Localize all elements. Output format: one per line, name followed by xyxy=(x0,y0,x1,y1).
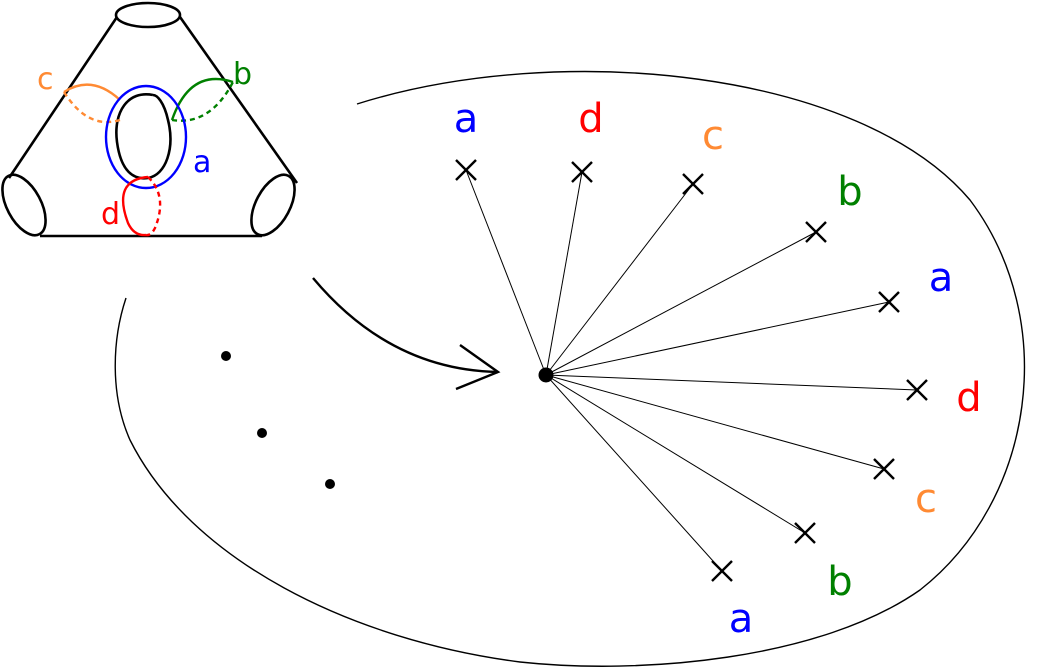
curve-d-front xyxy=(121,175,149,237)
curve-b-front xyxy=(170,77,234,121)
ray-8 xyxy=(545,374,806,534)
map-arrow-head xyxy=(455,344,501,391)
map-arrow-shaft xyxy=(312,277,499,374)
puncture-label-1: a xyxy=(454,96,479,142)
puncture-label-3: c xyxy=(702,113,724,159)
ray-5 xyxy=(545,301,890,376)
map-arrow xyxy=(312,277,501,391)
handle-hole xyxy=(115,92,172,180)
puncture-cross-5 xyxy=(878,291,900,313)
puncture-cross-7 xyxy=(873,458,895,480)
ray-4 xyxy=(545,231,817,376)
puncture-cross-1 xyxy=(455,159,477,181)
punctures xyxy=(455,159,928,582)
disk xyxy=(114,70,1026,667)
puncture-cross-6 xyxy=(906,379,928,401)
rays xyxy=(465,169,918,572)
ellipsis-dots xyxy=(221,351,335,489)
puncture-label-6: d xyxy=(956,375,981,421)
curve-a xyxy=(104,84,188,190)
basepoint xyxy=(538,367,554,383)
ellipsis-dot-1 xyxy=(221,351,231,361)
disk-boundary xyxy=(114,70,1026,667)
curve-label-d: d xyxy=(101,197,120,232)
right-boundary-circle xyxy=(250,173,296,237)
surface-curves xyxy=(62,77,235,237)
left-boundary-circle xyxy=(1,173,47,237)
puncture-label-5: a xyxy=(929,255,954,301)
curve-label-c: c xyxy=(37,62,54,97)
ray-1 xyxy=(465,169,547,376)
ray-2 xyxy=(545,171,583,376)
ellipsis-dot-3 xyxy=(325,479,335,489)
ray-9 xyxy=(545,374,723,572)
puncture-label-2: d xyxy=(578,96,603,142)
ray-6 xyxy=(545,374,918,391)
surface-right-edge xyxy=(178,16,299,184)
puncture-label-4: b xyxy=(837,169,862,215)
puncture-label-7: c xyxy=(915,476,937,522)
curve-d-back xyxy=(145,176,162,237)
puncture-labels: a d c b a d c b a xyxy=(454,96,982,642)
puncture-cross-9 xyxy=(711,560,733,582)
surface-figure xyxy=(1,1,299,238)
top-boundary-circle xyxy=(114,1,182,29)
puncture-label-8: b xyxy=(827,559,852,605)
ellipsis-dot-2 xyxy=(257,428,267,438)
curve-label-b: b xyxy=(233,57,252,92)
puncture-label-9: a xyxy=(729,596,754,642)
ray-7 xyxy=(545,374,885,470)
curve-c-back xyxy=(62,91,121,124)
puncture-cross-2 xyxy=(571,161,593,183)
ray-3 xyxy=(545,183,694,376)
surface-left-edge xyxy=(7,16,119,179)
puncture-cross-3 xyxy=(682,173,704,195)
curve-label-a: a xyxy=(193,145,211,180)
puncture-cross-8 xyxy=(794,522,816,544)
curve-b-back xyxy=(171,81,235,122)
puncture-cross-4 xyxy=(805,221,827,243)
curve-c-front xyxy=(63,83,121,101)
